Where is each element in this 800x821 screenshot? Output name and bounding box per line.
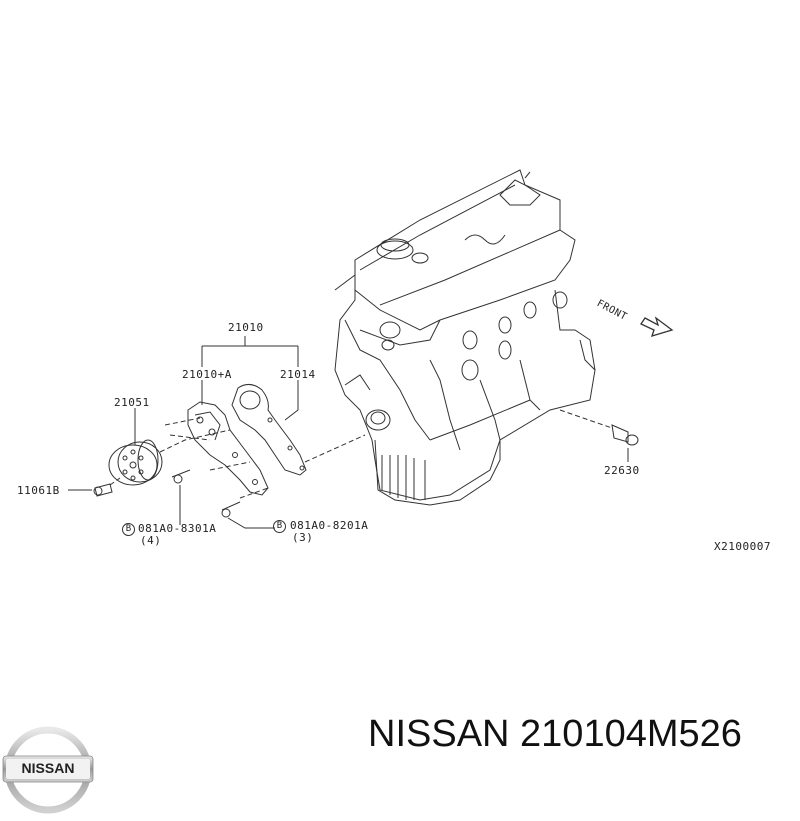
label-22630: 22630	[604, 464, 640, 477]
label-qty-3: (3)	[292, 531, 314, 544]
pulley-21051	[108, 439, 163, 486]
logo-text: NISSAN	[21, 760, 75, 776]
alignment-lines	[109, 409, 613, 499]
label-11061B: 11061B	[17, 484, 60, 497]
bolts	[93, 424, 639, 518]
diagram-id: X2100007	[714, 540, 771, 553]
front-arrow-icon	[640, 316, 674, 337]
label-21010: 21010	[228, 321, 264, 334]
label-21010A: 21010+A	[182, 368, 232, 381]
label-081A0-8201A: 081A0-8201A	[290, 519, 369, 532]
label-qty-4: (4)	[140, 534, 162, 547]
gasket-21014	[231, 384, 307, 476]
engine-block	[334, 169, 596, 506]
bolt-marker-b: B	[122, 523, 135, 536]
label-21051: 21051	[114, 396, 150, 409]
label-081A0-8301A: 081A0-8301A	[138, 522, 217, 535]
nissan-logo: NISSAN	[2, 723, 94, 817]
bolt-marker-b-2: B	[273, 520, 286, 533]
leader-lines	[68, 336, 629, 529]
water-pump-21010A	[187, 401, 269, 496]
label-21014: 21014	[280, 368, 316, 381]
parts-diagram	[68, 169, 674, 529]
page-title: NISSAN 210104M526	[368, 713, 742, 755]
